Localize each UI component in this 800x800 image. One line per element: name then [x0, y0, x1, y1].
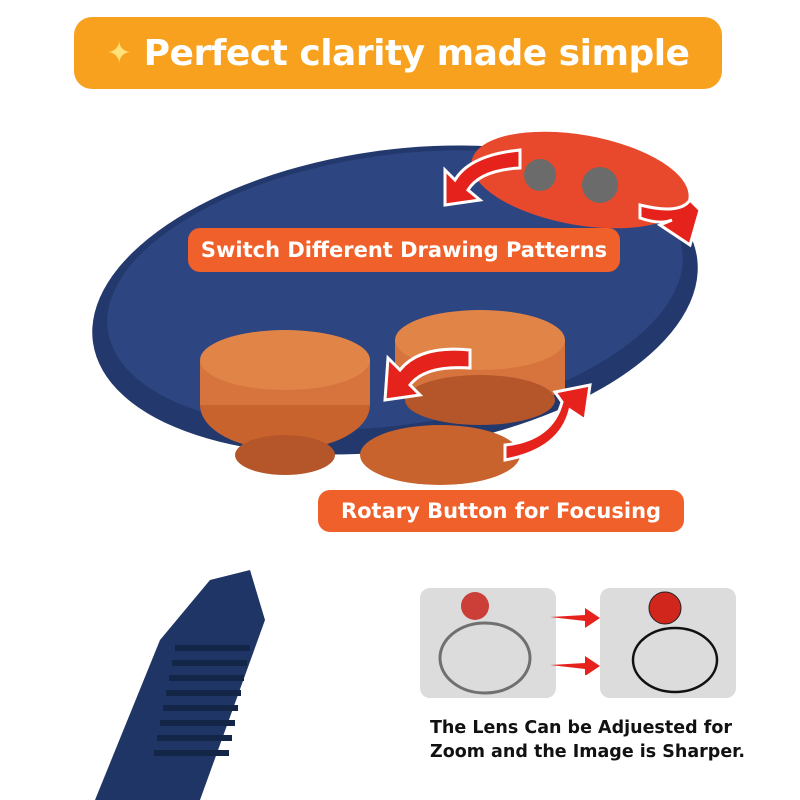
headline-banner: ✦ Perfect clarity made simple — [74, 17, 722, 89]
focus-label: Rotary Button for Focusing — [318, 490, 684, 532]
patterns-label: Switch Different Drawing Patterns — [188, 228, 620, 272]
pattern-wheel — [471, 131, 689, 229]
blurry-image-panel — [420, 588, 556, 698]
rotation-arrows — [383, 148, 702, 462]
arrow-icons — [550, 608, 600, 675]
sharp-image-panel — [600, 588, 736, 698]
caption-line: Zoom and the Image is Sharper. — [430, 742, 745, 762]
focus-knob — [360, 425, 520, 485]
headline-text: Perfect clarity made simple — [143, 32, 690, 74]
blurry-tomato-drawing — [438, 592, 532, 695]
sharp-tomato-drawing — [631, 591, 719, 694]
caption-line: The Lens Can be Adjuested for — [430, 718, 732, 738]
focus-knob — [395, 310, 565, 425]
stand-arm — [95, 570, 265, 800]
comparison-caption: The Lens Can be Adjuested for Zoom and t… — [430, 716, 745, 764]
focus-knob — [200, 330, 370, 475]
shooting-star-icon: ✦ — [106, 35, 132, 71]
stand-grip — [154, 645, 250, 756]
